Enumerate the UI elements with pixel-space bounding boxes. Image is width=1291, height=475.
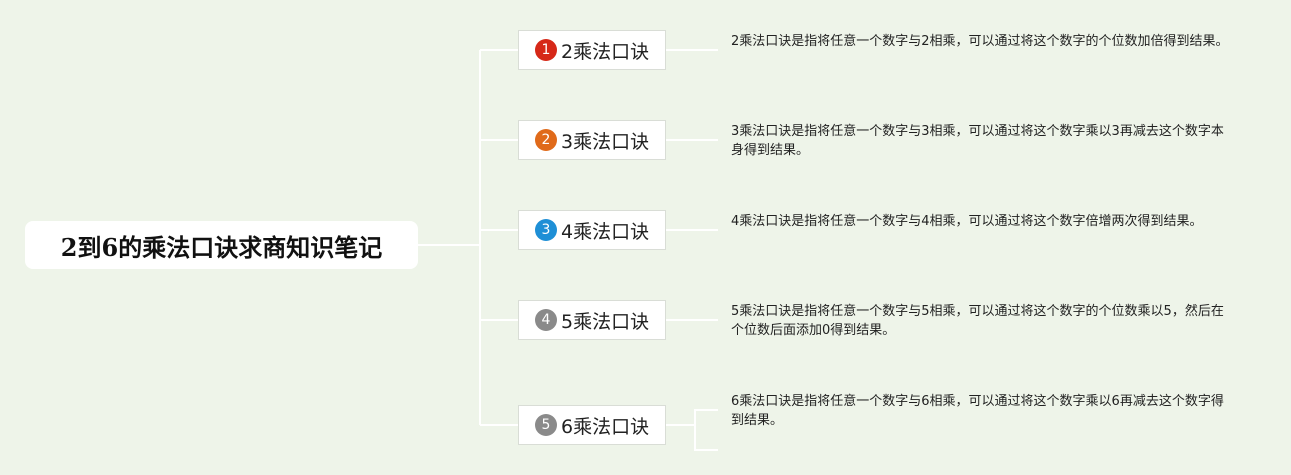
branch-topic-1[interactable]: 1 2乘法口诀 [518, 30, 666, 70]
branch-description-2: 3乘法口诀是指将任意一个数字与3相乘，可以通过将这个数字乘以3再减去这个数字本身… [731, 124, 1224, 158]
number-badge-icon: 2 [535, 129, 557, 151]
branch-description-5: 6乘法口诀是指将任意一个数字与6相乘，可以通过将这个数字乘以6再减去这个数字得到… [731, 394, 1224, 428]
branch-label: 4乘法口诀 [561, 220, 650, 243]
number-badge-icon: 5 [535, 414, 557, 436]
number-badge-icon: 1 [535, 39, 557, 61]
branch-description-3: 4乘法口诀是指将任意一个数字与4相乘，可以通过将这个数字倍增两次得到结果。 [731, 214, 1203, 229]
branch-topic-5[interactable]: 5 6乘法口诀 [518, 405, 666, 445]
branch-label: 3乘法口诀 [561, 130, 650, 153]
root-title: 2到6的乘法口诀求商知识笔记 [60, 232, 383, 262]
branch-label: 6乘法口诀 [561, 415, 650, 438]
desc-connector-5 [666, 409, 718, 451]
branch-label: 2乘法口诀 [561, 40, 650, 63]
branch-description-1: 2乘法口诀是指将任意一个数字与2相乘，可以通过将这个数字的个位数加倍得到结果。 [731, 34, 1229, 49]
branch-topic-3[interactable]: 3 4乘法口诀 [518, 210, 666, 250]
branch-label: 5乘法口诀 [561, 310, 650, 333]
number-badge-icon: 3 [535, 219, 557, 241]
branch-topic-4[interactable]: 4 5乘法口诀 [518, 300, 666, 340]
branch-topic-2[interactable]: 2 3乘法口诀 [518, 120, 666, 160]
root-topic[interactable]: 2到6的乘法口诀求商知识笔记 [25, 221, 418, 269]
branch-description-4: 5乘法口诀是指将任意一个数字与5相乘，可以通过将这个数字的个位数乘以5，然后在个… [731, 304, 1224, 338]
number-badge-icon: 4 [535, 309, 557, 331]
